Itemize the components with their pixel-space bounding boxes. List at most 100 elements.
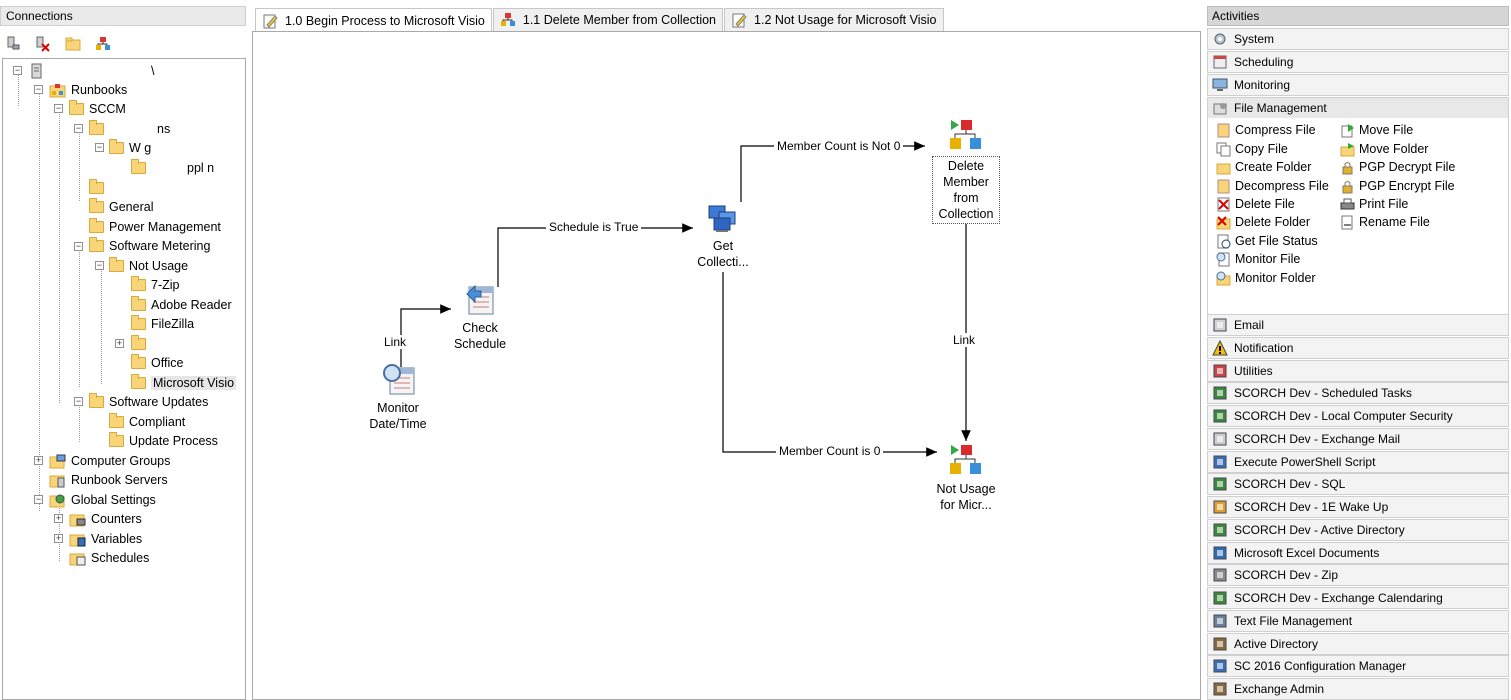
- category-bottom-3[interactable]: SCORCH Dev - Scheduled Tasks: [1207, 382, 1509, 405]
- expander-global-settings[interactable]: −: [34, 494, 43, 504]
- category-bottom-13[interactable]: Text File Management: [1207, 609, 1509, 632]
- activity-delete-member[interactable]: Delete Member from Collection: [932, 118, 1000, 224]
- activity-monitor-file[interactable]: Monitor File: [1216, 250, 1300, 268]
- tree-item-compliant[interactable]: Compliant: [109, 412, 185, 431]
- expander-computer-groups[interactable]: +: [34, 455, 43, 465]
- tree-item-not-usage[interactable]: Not Usage: [109, 256, 188, 275]
- tree-item-runbooks[interactable]: Runbooks: [49, 80, 127, 99]
- category-bottom-14[interactable]: Active Directory: [1207, 632, 1509, 655]
- expander-sccm[interactable]: −: [54, 103, 63, 113]
- category-file-management[interactable]: File Management: [1207, 97, 1509, 119]
- activity-get-file-status[interactable]: Get File Status: [1216, 232, 1318, 250]
- disconnect-icon[interactable]: [34, 35, 52, 53]
- tree-item-schedules[interactable]: Schedules: [69, 548, 149, 567]
- folder-icon: [131, 295, 146, 311]
- new-folder-icon[interactable]: [64, 35, 82, 53]
- expander-software-metering[interactable]: −: [74, 241, 83, 251]
- expander-obscured-1[interactable]: −: [74, 123, 83, 133]
- tree-item-power-management[interactable]: Power Management: [89, 217, 221, 236]
- tree-item-global-settings[interactable]: Global Settings: [49, 490, 156, 509]
- category-bottom-9[interactable]: SCORCH Dev - Active Directory: [1207, 518, 1509, 541]
- activity-rename-file-label: Rename File: [1359, 215, 1430, 229]
- tree-item-general[interactable]: General: [89, 197, 153, 216]
- activity-create-folder[interactable]: Create Folder: [1216, 158, 1311, 176]
- link-get-notusage[interactable]: [722, 272, 937, 457]
- expander-obscured-2[interactable]: −: [95, 142, 104, 152]
- link-check-get[interactable]: [497, 223, 693, 287]
- category-bottom-6[interactable]: Execute PowerShell Script: [1207, 450, 1509, 473]
- expander-counters[interactable]: +: [54, 513, 63, 523]
- activity-rename-file[interactable]: Rename File: [1340, 213, 1430, 231]
- category-scheduling[interactable]: Scheduling: [1207, 51, 1509, 73]
- expander-root[interactable]: −: [13, 65, 22, 75]
- tree-item-computer-groups[interactable]: Computer Groups: [49, 451, 170, 470]
- delete-file-icon: [1216, 197, 1231, 212]
- category-bottom-7[interactable]: SCORCH Dev - SQL: [1207, 473, 1509, 496]
- tab-not-usage[interactable]: 1.2 Not Usage for Microsoft Visio: [724, 8, 944, 31]
- tree-item-software-metering[interactable]: Software Metering: [89, 236, 210, 255]
- activity-print-file[interactable]: Print File: [1340, 195, 1408, 213]
- runbook-designer-canvas[interactable]: Link Schedule is True Member Count is No…: [252, 31, 1201, 700]
- new-runbook-icon[interactable]: [94, 35, 112, 53]
- tree-item-power-management-label: Power Management: [109, 219, 221, 234]
- email-icon: [1212, 317, 1228, 333]
- expander-variables[interactable]: +: [54, 533, 63, 543]
- category-system[interactable]: System: [1207, 28, 1509, 50]
- activity-pgp-decrypt-file[interactable]: PGP Decrypt File: [1340, 158, 1455, 176]
- category-bottom-15[interactable]: SC 2016 Configuration Manager: [1207, 655, 1509, 678]
- category-bottom-1[interactable]: Notification: [1207, 336, 1509, 359]
- expander-software-updates[interactable]: −: [74, 396, 83, 406]
- tree-item-variables-label: Variables: [91, 531, 143, 546]
- tree-item-root[interactable]: \: [31, 61, 154, 80]
- activity-get-collection[interactable]: Get Collecti...: [687, 200, 759, 270]
- expander-not-usage[interactable]: −: [95, 260, 104, 270]
- tree-item-obscured-2[interactable]: W g: [109, 138, 151, 157]
- category-bottom-0[interactable]: Email: [1207, 314, 1509, 336]
- category-bottom-8[interactable]: SCORCH Dev - 1E Wake Up: [1207, 496, 1509, 518]
- tree-item-sccm-label: SCCM: [89, 101, 126, 116]
- category-bottom-10[interactable]: Microsoft Excel Documents: [1207, 541, 1509, 564]
- activity-move-folder[interactable]: Move Folder: [1340, 140, 1428, 158]
- category-bottom-11[interactable]: SCORCH Dev - Zip: [1207, 564, 1509, 587]
- link-get-delete[interactable]: [740, 141, 925, 202]
- expander-collapsed-folder[interactable]: +: [115, 338, 124, 348]
- connect-icon[interactable]: [4, 35, 22, 53]
- tree-item-counters[interactable]: Counters: [69, 509, 142, 528]
- activity-monitor-date-time[interactable]: Monitor Date/Time: [363, 362, 433, 432]
- tree-item-7zip[interactable]: 7-Zip: [131, 275, 179, 294]
- activity-delete-folder[interactable]: Delete Folder: [1216, 213, 1310, 231]
- tree-item-update-process[interactable]: Update Process: [109, 431, 218, 450]
- expander-runbooks[interactable]: −: [34, 84, 43, 94]
- tree-item-variables[interactable]: Variables: [69, 529, 142, 548]
- tree-item-sccm[interactable]: SCCM: [69, 99, 126, 118]
- tree-item-obscured-1[interactable]: ns: [89, 119, 170, 138]
- activity-not-usage[interactable]: Not Usage for Micr...: [930, 443, 1002, 513]
- tree-item-office[interactable]: Office: [131, 353, 183, 372]
- category-bottom-2[interactable]: Utilities: [1207, 359, 1509, 382]
- tree-item-collapsed-folder[interactable]: [131, 334, 151, 353]
- tree-item-obscured-3[interactable]: ppl n: [131, 158, 214, 177]
- activity-monitor-folder[interactable]: Monitor Folder: [1216, 269, 1316, 287]
- activity-copy-file[interactable]: Copy File: [1216, 140, 1288, 158]
- tree-item-unnamed-folder[interactable]: [89, 178, 109, 197]
- activity-decompress-file[interactable]: Decompress File: [1216, 177, 1329, 195]
- activity-compress-file[interactable]: Compress File: [1216, 121, 1316, 139]
- warning-icon: [1212, 339, 1228, 356]
- tree-item-runbook-servers[interactable]: Runbook Servers: [49, 470, 168, 489]
- activity-move-file[interactable]: Move File: [1340, 121, 1413, 139]
- activity-pgp-encrypt-file-label: PGP Encrypt File: [1359, 179, 1455, 193]
- category-bottom-12[interactable]: SCORCH Dev - Exchange Calendaring: [1207, 587, 1509, 609]
- tree-item-adobe-reader[interactable]: Adobe Reader: [131, 295, 232, 314]
- activity-check-schedule[interactable]: Check Schedule: [445, 282, 515, 352]
- category-bottom-5[interactable]: SCORCH Dev - Exchange Mail: [1207, 427, 1509, 450]
- category-monitoring[interactable]: Monitoring: [1207, 74, 1509, 96]
- category-bottom-4[interactable]: SCORCH Dev - Local Computer Security: [1207, 405, 1509, 427]
- tree-item-microsoft-visio[interactable]: Microsoft Visio: [131, 373, 237, 392]
- tree-item-software-updates[interactable]: Software Updates: [89, 392, 208, 411]
- category-bottom-16[interactable]: Exchange Admin: [1207, 678, 1509, 700]
- tree-item-filezilla[interactable]: FileZilla: [131, 314, 194, 333]
- tab-delete-member[interactable]: 1.1 Delete Member from Collection: [492, 8, 724, 31]
- activity-delete-file[interactable]: Delete File: [1216, 195, 1295, 213]
- tab-begin-process[interactable]: 1.0 Begin Process to Microsoft Visio: [255, 8, 492, 32]
- activity-pgp-encrypt-file[interactable]: PGP Encrypt File: [1340, 177, 1455, 195]
